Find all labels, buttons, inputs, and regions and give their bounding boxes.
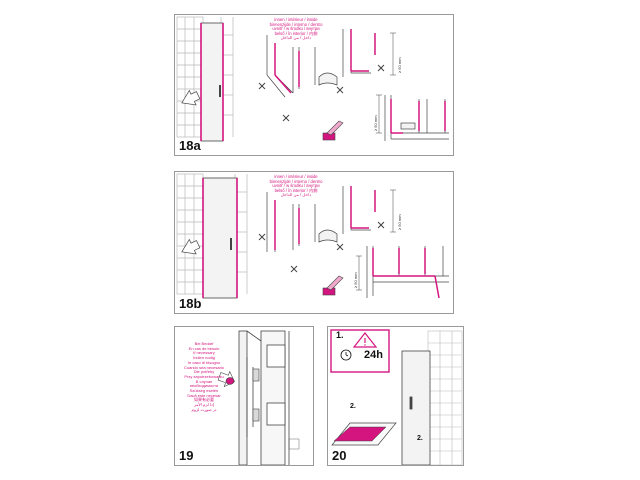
seal-strip-upper xyxy=(274,186,376,250)
detail-profile-lower xyxy=(366,246,449,298)
step-two-label-door: 2. xyxy=(417,435,423,442)
illustration-20 xyxy=(330,329,463,465)
seal-strip-lower xyxy=(390,99,446,134)
detail-profile-upper xyxy=(266,186,371,252)
magnet-strip xyxy=(252,368,260,422)
cutter-knife-icon xyxy=(322,120,344,141)
tiled-wall xyxy=(427,330,463,465)
cross-marks-upper xyxy=(258,64,385,122)
shower-door xyxy=(200,22,224,142)
wall-profile xyxy=(238,330,290,465)
illustration-18b xyxy=(176,173,449,299)
sealing-arrow xyxy=(181,238,201,255)
warning-box xyxy=(330,329,390,373)
dimension-label-b: ≥ 50 mm xyxy=(373,115,378,131)
dimension-lines xyxy=(376,32,396,134)
step-label: 19 xyxy=(179,448,194,463)
shower-door xyxy=(401,350,431,465)
sealing-arrow xyxy=(181,89,201,106)
step-label: 18b xyxy=(179,296,202,311)
panel-18a: innen / intérieur / inside binnenzijde /… xyxy=(174,14,454,156)
dimension-lines xyxy=(356,189,396,291)
seal-strip-upper xyxy=(274,29,376,94)
wait-hours-label: 24h xyxy=(364,349,383,361)
panel-18b: innen / intérieur / inside binnenzijde /… xyxy=(174,171,454,314)
seal-strip-lower xyxy=(372,248,440,299)
inside-note: innen / intérieur / inside binnenzijde /… xyxy=(269,174,323,198)
dimension-label-a: ≥ 50 mm xyxy=(397,57,402,73)
illustration-18a xyxy=(176,16,449,142)
warning-triangle-icon xyxy=(352,332,378,348)
illustration-19 xyxy=(217,330,300,465)
shower-door xyxy=(202,177,238,299)
detail-profile-lower xyxy=(384,95,449,141)
if-necessary-note: Bei Bedarf En cas de besoin If necessary… xyxy=(183,341,225,412)
panel-19: Bei Bedarf En cas de besoin If necessary… xyxy=(174,326,314,466)
step-label: 20 xyxy=(332,448,347,463)
step-label: 18a xyxy=(179,138,201,153)
inside-note: innen / intérieur / inside binnenzijde /… xyxy=(269,17,323,41)
step-one-label: 1. xyxy=(336,330,344,340)
dimension-label-b: ≥ 50 mm xyxy=(353,272,358,288)
cross-marks-upper xyxy=(258,221,385,273)
cutter-knife-icon xyxy=(322,275,344,296)
tray-seal-strip xyxy=(333,426,387,442)
step-two-label-tray: 2. xyxy=(350,403,356,410)
dimension-label-a: ≥ 50 mm xyxy=(397,214,402,230)
clock-icon xyxy=(340,349,352,361)
panel-20: 1. 24h 2. 2. 20 xyxy=(327,326,464,466)
cap-piece-icon xyxy=(225,377,235,385)
small-logo xyxy=(288,438,300,450)
